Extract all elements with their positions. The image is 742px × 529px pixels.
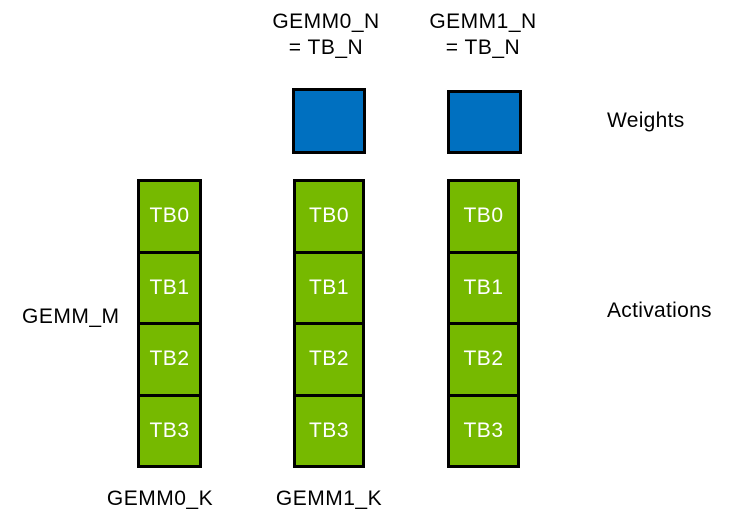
activation-column-2: TB0 TB1 TB2 TB3 [293, 179, 365, 468]
tb-block: TB1 [293, 250, 365, 325]
label-activations: Activations [607, 299, 712, 322]
tb-block: TB3 [293, 393, 365, 468]
tb-block: TB2 [293, 322, 365, 397]
label-weights: Weights [607, 109, 685, 132]
label-gemm0-k: GEMM0_K [106, 487, 214, 510]
tb-block: TB0 [293, 179, 365, 254]
tb-block: TB3 [137, 393, 202, 468]
tb-block: TB3 [447, 393, 520, 468]
weights-block-gemm1 [447, 90, 522, 154]
label-gemm0-n: GEMM0_N = TB_N [272, 10, 380, 59]
weights-block-gemm0 [292, 88, 366, 154]
activation-column-1: TB0 TB1 TB2 TB3 [137, 179, 202, 468]
tb-block: TB0 [137, 179, 202, 254]
tb-block: TB2 [137, 322, 202, 397]
tb-block: TB1 [447, 250, 520, 325]
tb-block: TB2 [447, 322, 520, 397]
tb-block: TB0 [447, 179, 520, 254]
label-gemm-m: GEMM_M [22, 305, 120, 328]
tb-block: TB1 [137, 250, 202, 325]
label-gemm1-n: GEMM1_N = TB_N [429, 10, 537, 59]
label-gemm1-k: GEMM1_K [275, 487, 383, 510]
activation-column-3: TB0 TB1 TB2 TB3 [447, 179, 520, 468]
